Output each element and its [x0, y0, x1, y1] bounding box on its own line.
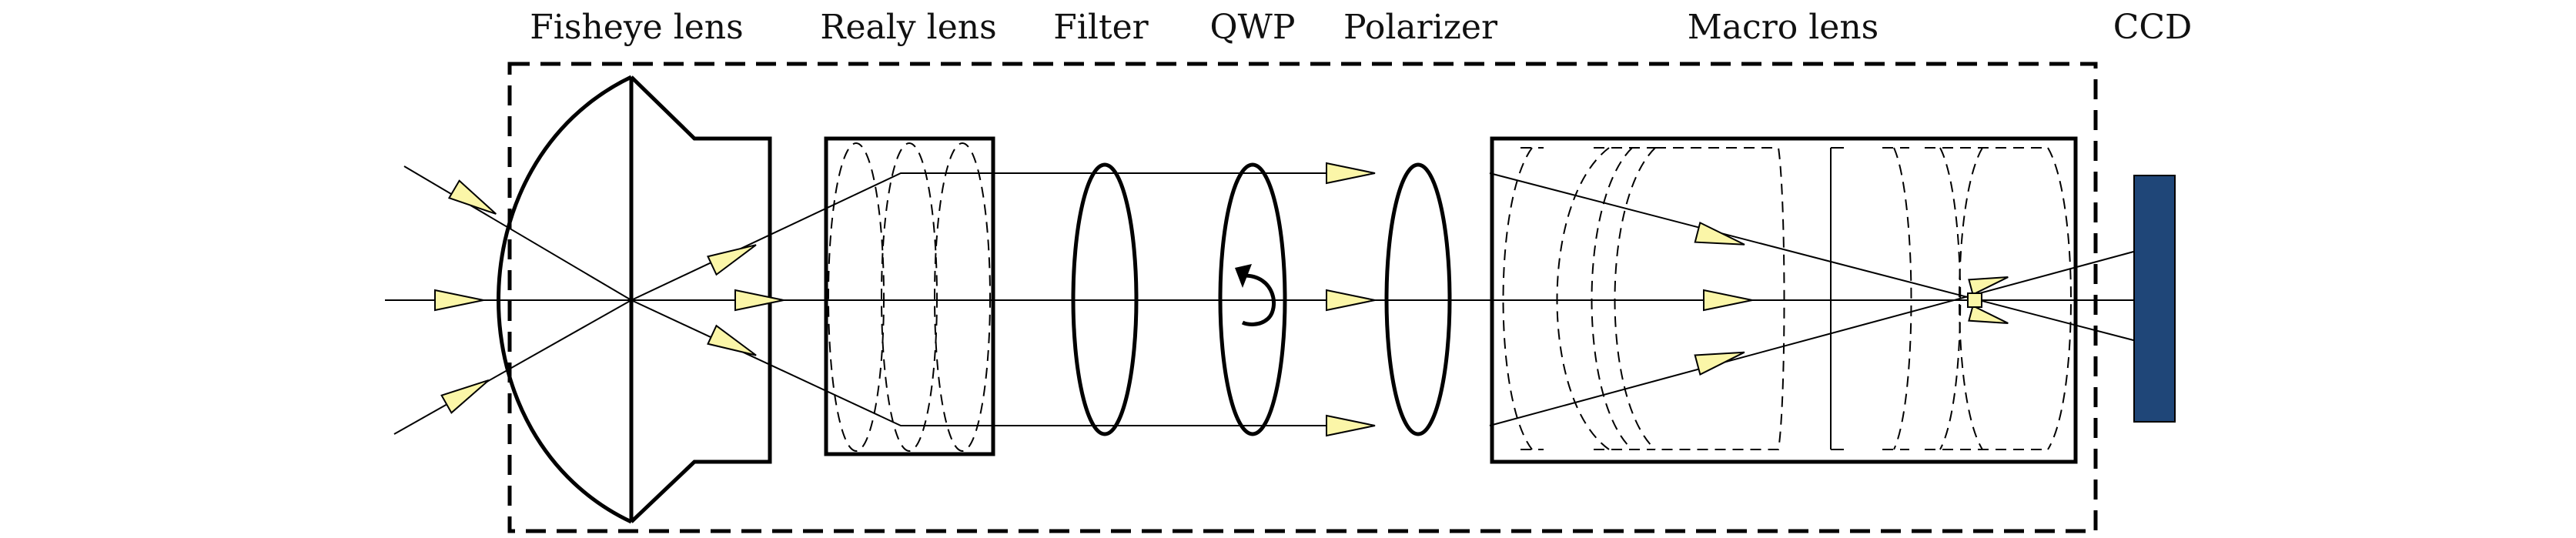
- macro-stop-plate: [1829, 147, 1844, 450]
- label-polarizer: Polarizer: [1343, 8, 1497, 47]
- triangle-arrow-icon: [1968, 304, 2009, 324]
- polarizer-element: [1384, 162, 1452, 436]
- triangle-arrow-icon: [447, 179, 497, 215]
- light-rays: [385, 165, 2137, 435]
- ccd-sensor: [2133, 175, 2176, 423]
- system-housing-dashed: [507, 62, 2098, 533]
- qwp-plate: [1218, 162, 1287, 436]
- qwp-element: [1218, 162, 1287, 436]
- triangle-arrow-icon: [434, 289, 484, 312]
- triangle-arrow-icon: [734, 289, 785, 312]
- macro-element-6: [1882, 147, 1912, 450]
- label-fisheye-lens: Fisheye lens: [530, 8, 744, 47]
- macro-element-1: [1502, 147, 1544, 450]
- triangle-arrow-icon: [1694, 351, 1745, 376]
- relay-element-1: [828, 142, 885, 452]
- ray-arrows: [434, 162, 2009, 437]
- triangle-arrow-icon: [1694, 221, 1745, 246]
- ray-macro-upper: [1489, 172, 2137, 342]
- focus-point-marker: [1967, 292, 1982, 308]
- rotation-arc: [1241, 273, 1276, 326]
- triangle-arrow-icon: [1326, 162, 1376, 185]
- label-macro-lens: Macro lens: [1687, 8, 1879, 47]
- macro-element-5: [1655, 147, 1785, 450]
- triangle-arrow-icon: [707, 324, 757, 356]
- macro-lens: [1490, 136, 2078, 464]
- ray-upper: [403, 165, 1359, 302]
- label-ccd: CCD: [2113, 8, 2193, 47]
- label-filter: Filter: [1053, 8, 1149, 47]
- circular-arrow-icon: [1235, 264, 1252, 288]
- relay-element-2: [881, 142, 938, 452]
- macro-lens-box: [1490, 136, 2078, 464]
- label-relay-lens: Realy lens: [820, 8, 997, 47]
- relay-element-3: [934, 142, 991, 452]
- filter-element: [1071, 162, 1139, 436]
- macro-element-3: [1591, 147, 1633, 450]
- macro-element-4: [1614, 147, 1656, 450]
- ray-macro-lower: [1489, 250, 2137, 426]
- triangle-arrow-icon: [440, 379, 490, 414]
- ray-lower: [393, 299, 1359, 435]
- relay-lens-box: [824, 136, 995, 456]
- macro-element-7: [1925, 147, 2048, 450]
- triangle-arrow-icon: [707, 244, 757, 276]
- label-qwp: QWP: [1209, 8, 1296, 47]
- triangle-arrow-icon: [1326, 414, 1376, 437]
- triangle-arrow-icon: [1703, 289, 1753, 312]
- macro-element-8: [2047, 147, 2072, 450]
- triangle-arrow-icon: [1968, 276, 2009, 296]
- triangle-arrow-icon: [1326, 289, 1376, 312]
- macro-element-2: [1556, 147, 1655, 450]
- relay-lens: [824, 136, 995, 456]
- fisheye-front-curve: [497, 75, 633, 524]
